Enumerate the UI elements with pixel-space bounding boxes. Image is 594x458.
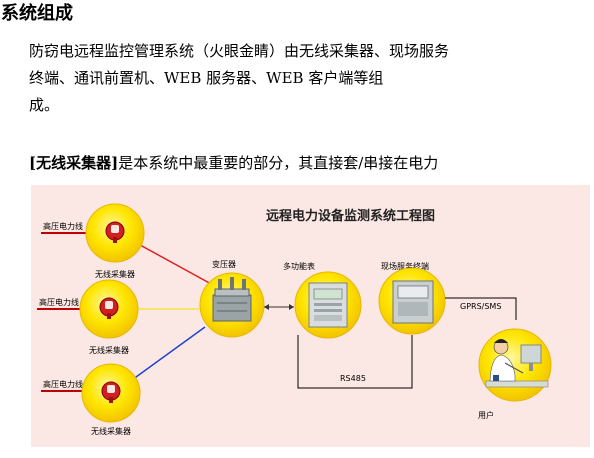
collector-description: 是本系统中最重要的部分，其直接套/串接在电力 [118, 154, 439, 172]
terminal-label: 现场服务终端 [381, 261, 429, 271]
system-diagram: 远程电力设备监测系统工程图 高压电力线 高压电力线 高压电力线 无线采集器 [31, 185, 590, 447]
collector-label-3: 无线采集器 [91, 426, 131, 436]
intro-line-1: 防窃电远程监控管理系统（火眼金睛）由无线采集器、现场服务 [29, 42, 450, 60]
rs485-label: RS485 [340, 374, 366, 383]
intro-paragraph: 防窃电远程监控管理系统（火眼金睛）由无线采集器、现场服务 终端、通讯前置机、WE… [29, 38, 569, 119]
meter-label: 多功能表 [283, 261, 315, 271]
diagram-title: 远程电力设备监测系统工程图 [266, 208, 435, 224]
transformer-meter-link [264, 304, 294, 310]
collector-node-3: 无线采集器 [81, 363, 141, 436]
power-line-label-2: 高压电力线 [39, 297, 79, 307]
collector-node-2: 无线采集器 [79, 279, 139, 355]
intro-line-2: 终端、通讯前置机、WEB 服务器、WEB 客户端等组 [29, 69, 384, 87]
gprs-label: GPRS/SMS [460, 302, 501, 311]
system-diagram-svg: 远程电力设备监测系统工程图 高压电力线 高压电力线 高压电力线 无线采集器 [37, 203, 552, 436]
user-label: 用户 [478, 410, 494, 420]
collector-label-1: 无线采集器 [95, 269, 135, 279]
link-collector-3 [124, 326, 206, 386]
collector-node-1: 无线采集器 [85, 203, 145, 279]
transformer-label: 变压器 [212, 259, 236, 269]
section-heading: 系统组成 [1, 3, 73, 24]
user-node: 用户 [478, 328, 552, 420]
terminal-node: 现场服务终端 [378, 261, 446, 335]
gprs-link: GPRS/SMS [445, 297, 517, 320]
power-line-label-1: 高压电力线 [43, 221, 83, 231]
rs485-bus: RS485 [297, 335, 413, 389]
collector-term: [无线采集器] [29, 154, 119, 172]
link-collector-1 [130, 239, 214, 286]
power-line-label-3: 高压电力线 [43, 379, 83, 389]
transformer-node: 变压器 [199, 259, 265, 338]
collector-label-2: 无线采集器 [89, 345, 129, 355]
collector-paragraph: [无线采集器]是本系统中最重要的部分，其直接套/串接在电力 [29, 151, 589, 175]
intro-line-3: 成。 [29, 96, 60, 114]
meter-node: 多功能表 [283, 261, 362, 339]
